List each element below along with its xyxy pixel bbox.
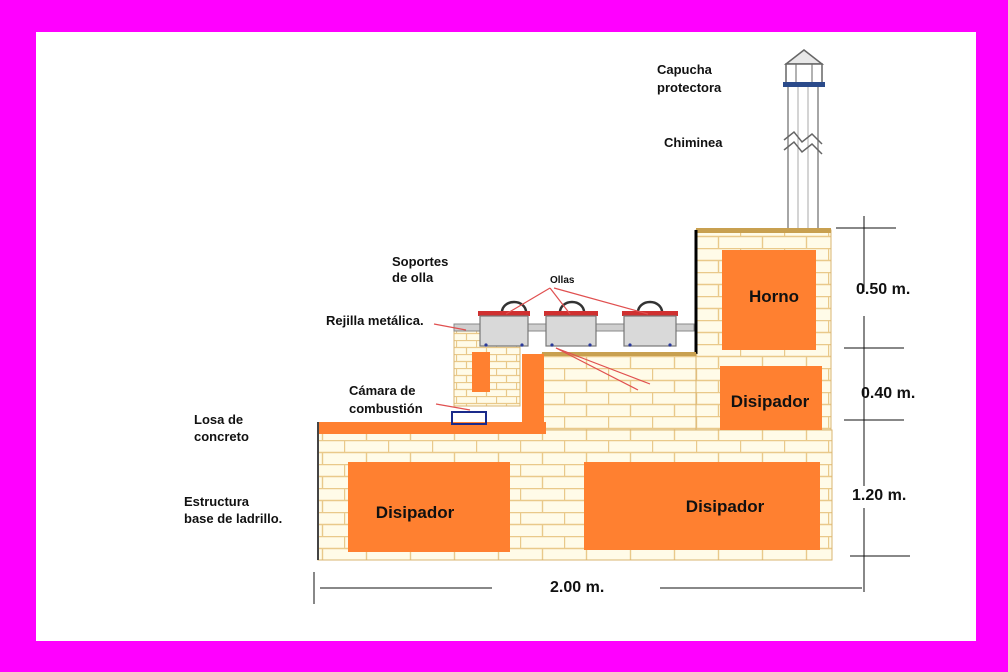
diagram-frame: Horno Disipador Disipador Disipador Capu… [36,32,976,641]
ollas-label: Ollas [550,275,575,286]
dimension-200: 2.00 m. [550,579,604,596]
disipador-left-label: Disipador [376,503,455,522]
pot-3 [622,300,678,347]
oven-top-plate [696,228,831,233]
disipador-upper-label: Disipador [731,392,810,411]
disipador-left-block [348,462,510,552]
disipador-upper-block [720,366,822,430]
combustion-chamber-wall [522,354,544,434]
chimney [783,83,823,231]
dimension-050: 0.50 m. [856,281,910,298]
concrete-slab [318,422,546,434]
dimension-lines [313,216,910,604]
rejilla-label: Rejilla metálica. [326,313,424,328]
cooking-plate [542,352,696,356]
firebox-fuel [472,352,490,392]
disipador-right-label: Disipador [686,497,765,516]
pot-1 [478,300,530,347]
chiminea-label: Chiminea [664,135,723,150]
chimney-cap [783,49,825,87]
disipador-right-block [584,462,820,550]
grate-icon [451,411,487,425]
dimension-040: 0.40 m. [861,385,915,402]
chimney-break-mark [783,130,823,145]
pot-2 [544,300,598,347]
horno-label: Horno [749,287,799,306]
leader-lines [433,287,651,411]
stove-diagram: Horno Disipador Disipador Disipador Capu… [184,49,915,604]
dimension-120: 1.20 m. [852,487,906,504]
horno-block [722,250,816,350]
